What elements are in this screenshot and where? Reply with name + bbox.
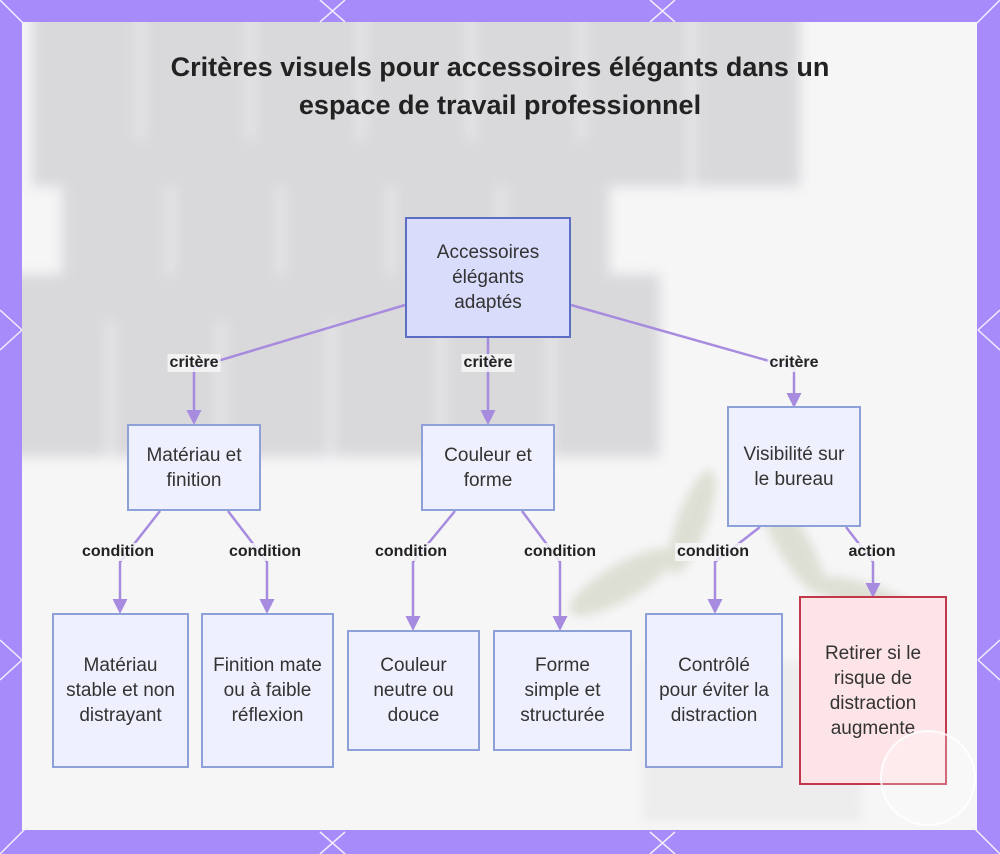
node-visibility: Visibilité sur le bureau (727, 406, 861, 527)
edge-label-root-color: critère (462, 354, 515, 372)
edge-material-stable (120, 511, 160, 611)
edge-label-material-finish: condition (227, 543, 303, 561)
node-leaf-color-neutral: Couleur neutre ou douce (347, 630, 480, 751)
node-root: Accessoires élégants adaptés (405, 217, 571, 338)
edge-visibility-remove (846, 527, 873, 595)
node-color: Couleur et forme (421, 424, 555, 511)
edge-material-finish (228, 511, 267, 611)
node-leaf-control: Contrôlé pour éviter la distraction (645, 613, 783, 768)
edge-label-visibility-control: condition (675, 543, 751, 561)
edge-color-shape (522, 511, 560, 628)
watermark-logo (880, 730, 976, 826)
node-leaf-shape-simple: Forme simple et structurée (493, 630, 632, 751)
edge-label-color-shape: condition (522, 543, 598, 561)
edge-root-visibility (571, 305, 794, 405)
edge-color-neutral (413, 511, 455, 628)
edge-label-color-neutral: condition (373, 543, 449, 561)
node-leaf-material-stable: Matériau stable et non distrayant (52, 613, 189, 768)
edge-label-root-material: critère (168, 354, 221, 372)
edge-label-visibility-remove: action (846, 543, 897, 561)
node-material: Matériau et finition (127, 424, 261, 511)
edge-label-material-stable: condition (80, 543, 156, 561)
edge-visibility-control (715, 527, 760, 611)
edge-root-material (194, 305, 405, 422)
edge-label-root-visibility: critère (768, 354, 821, 372)
node-leaf-finish-matte: Finition mate ou à faible réflexion (201, 613, 334, 768)
